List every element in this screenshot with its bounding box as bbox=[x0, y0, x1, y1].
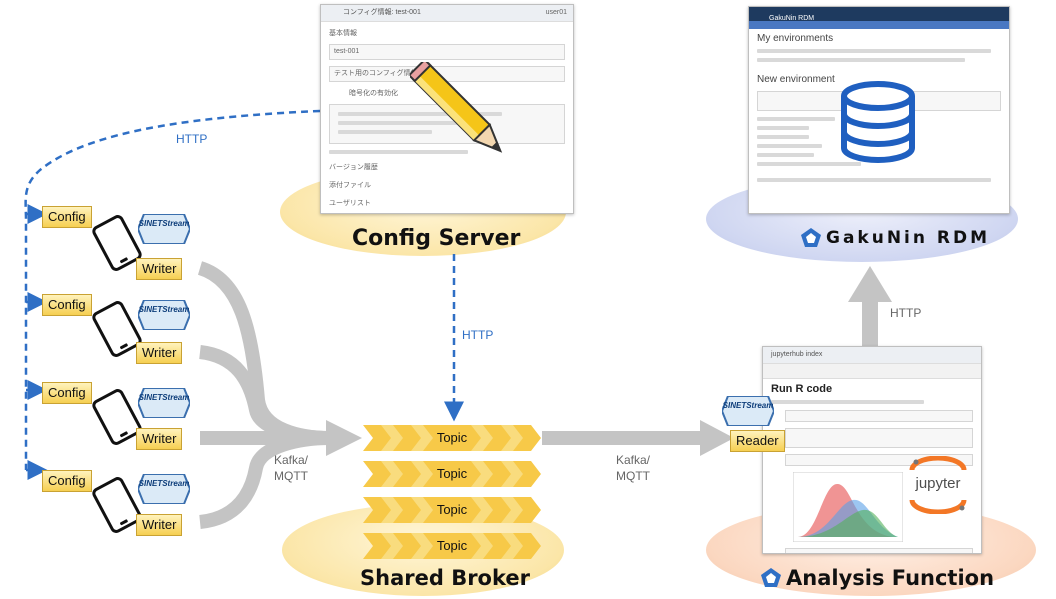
reader-sinetstream-logo: SINETStream bbox=[722, 396, 774, 426]
config-server-title: Config Server bbox=[352, 226, 521, 251]
topic-1: Topic bbox=[363, 425, 541, 451]
config-window-title: コンフィグ情報: test-001 bbox=[343, 9, 421, 16]
client-4-logo-text: SINETStream bbox=[138, 479, 190, 488]
client-3-writer: Writer bbox=[136, 428, 183, 450]
jupyter-icon bbox=[909, 456, 967, 514]
topic-2: Topic bbox=[363, 461, 541, 487]
writer-flow-2 bbox=[198, 345, 331, 445]
http-label-top: HTTP bbox=[176, 132, 208, 146]
client-3-sinetstream-logo: SINETStream bbox=[138, 388, 190, 418]
kafka-label-right: Kafka/ MQTT bbox=[616, 453, 651, 483]
gakunin-title: GakuNin RDM bbox=[826, 228, 991, 248]
topic-2-label: Topic bbox=[436, 466, 468, 481]
http-label-mid: HTTP bbox=[462, 328, 494, 342]
gakunin-new-env-title: New environment bbox=[757, 74, 835, 85]
reader-logo-text: SINETStream bbox=[722, 401, 774, 410]
client-4-config: Config bbox=[42, 470, 92, 492]
analysis-heading: Run R code bbox=[771, 383, 833, 395]
analysis-title: Analysis Function bbox=[786, 566, 995, 590]
config-name-field[interactable]: test-001 bbox=[329, 44, 565, 60]
client-2-logo-text: SINETStream bbox=[138, 305, 190, 314]
broker-out-flow bbox=[542, 431, 702, 445]
analysis-screenshot: jupyterhub index Run R code bbox=[762, 346, 982, 554]
pencil-icon bbox=[410, 62, 503, 153]
topic-4: Topic bbox=[363, 533, 541, 559]
density-plot bbox=[793, 472, 903, 542]
database-icon bbox=[841, 81, 915, 163]
config-field-label: 基本情報 bbox=[329, 30, 357, 37]
kafka-label-left: Kafka/ MQTT bbox=[274, 453, 309, 483]
http-label-right: HTTP bbox=[890, 306, 922, 320]
topic-3-label: Topic bbox=[436, 502, 468, 517]
config-menu-item-3[interactable]: ユーザリスト bbox=[329, 200, 371, 207]
client-4-writer: Writer bbox=[136, 514, 183, 536]
writer-flow-4 bbox=[198, 431, 331, 529]
analysis-logo-icon bbox=[761, 568, 781, 587]
shared-broker-title: Shared Broker bbox=[360, 566, 530, 590]
client-2-config: Config bbox=[42, 294, 92, 316]
topic-4-label: Topic bbox=[436, 538, 468, 553]
reader-arrowhead bbox=[700, 420, 734, 456]
analysis-window-title: jupyterhub index bbox=[771, 351, 823, 358]
topic-3: Topic bbox=[363, 497, 541, 523]
client-1-writer: Writer bbox=[136, 258, 183, 280]
gakunin-arrowhead bbox=[848, 266, 892, 302]
topic-1-label: Topic bbox=[436, 430, 468, 445]
client-1-logo-text: SINETStream bbox=[138, 219, 190, 228]
config-toggle-label[interactable]: 暗号化の有効化 bbox=[349, 90, 398, 97]
client-3-config: Config bbox=[42, 382, 92, 404]
client-1-config: Config bbox=[42, 206, 92, 228]
client-4-sinetstream-logo: SINETStream bbox=[138, 474, 190, 504]
jupyter-label: jupyter bbox=[915, 475, 961, 492]
client-2-writer: Writer bbox=[136, 342, 183, 364]
client-3-logo-text: SINETStream bbox=[138, 393, 190, 402]
config-menu-item-1[interactable]: バージョン履歴 bbox=[329, 164, 378, 171]
gakunin-window-title: GakuNin RDM bbox=[769, 15, 815, 22]
jupyter-logo: jupyter bbox=[906, 456, 970, 514]
config-menu-item-2[interactable]: 添付ファイル bbox=[329, 182, 371, 189]
gakunin-section-title: My environments bbox=[757, 33, 834, 44]
reader-tag: Reader bbox=[730, 430, 785, 452]
client-1-sinetstream-logo: SINETStream bbox=[138, 214, 190, 244]
gakunin-logo-icon bbox=[801, 228, 821, 247]
broker-in-arrowhead bbox=[326, 420, 362, 456]
client-2-sinetstream-logo: SINETStream bbox=[138, 300, 190, 330]
upload-flow bbox=[862, 300, 878, 350]
config-user: user01 bbox=[545, 9, 567, 16]
